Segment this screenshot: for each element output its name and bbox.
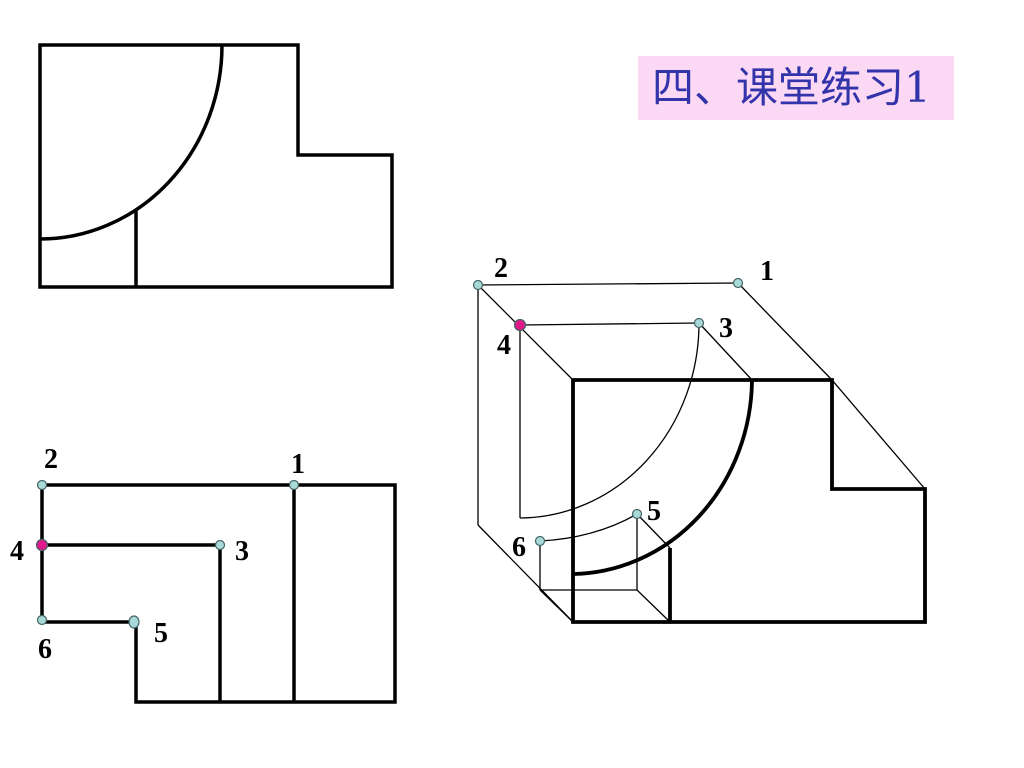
front-view [38,43,394,289]
top-label-3: 3 [235,536,249,567]
top-point-5 [128,615,140,629]
iso-label-1: 1 [760,256,774,287]
iso-point-4 [513,318,527,332]
top-label-6: 6 [38,634,52,665]
top-label-1: 1 [291,449,305,480]
top-label-4: 4 [10,536,24,567]
top-point-2 [36,479,48,491]
iso-label-5: 5 [647,496,661,527]
top-label-2: 2 [44,444,58,475]
top-point-4 [35,538,49,552]
iso-point-6 [534,535,546,547]
top-view-labels: 2 1 4 3 6 5 [10,444,305,665]
isometric-labels: 2 1 4 3 5 6 [494,253,774,563]
iso-label-2: 2 [494,253,508,284]
top-view [40,483,397,704]
top-point-3 [214,539,226,551]
front-view-outline [38,43,394,289]
isometric-front-arc [572,379,754,576]
top-point-1 [288,479,300,491]
front-view-arc [39,44,224,241]
iso-label-6: 6 [512,532,526,563]
iso-point-1 [732,277,744,289]
slide-title-box: 四、课堂练习1 [638,56,954,120]
iso-point-2 [472,279,484,291]
isometric-points [472,277,744,547]
isometric-front-outline [571,378,927,624]
iso-label-3: 3 [719,313,733,344]
iso-label-4: 4 [497,330,511,361]
slide-title: 四、课堂练习1 [652,63,931,112]
top-view-points [35,479,300,629]
iso-point-3 [693,317,705,329]
top-label-5: 5 [154,618,168,649]
isometric-visible-edges [571,378,927,624]
isometric-construction-lines [477,282,926,623]
top-point-6 [36,614,48,626]
iso-point-5 [631,508,643,520]
